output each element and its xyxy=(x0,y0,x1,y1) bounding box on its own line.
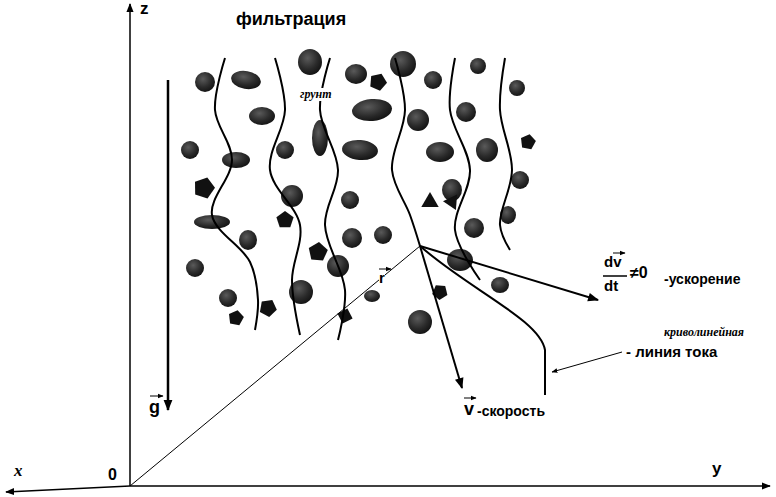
soil-grain xyxy=(390,51,416,77)
diagram-title: фильтрация xyxy=(236,10,346,30)
vector-caption: -скорость xyxy=(477,404,545,419)
soil-grain xyxy=(509,80,525,96)
soil-grain xyxy=(239,230,257,250)
soil-grain xyxy=(298,49,322,75)
soil-grain xyxy=(426,142,454,162)
vector-bar xyxy=(150,396,163,397)
soil-grain xyxy=(230,69,263,92)
streamline xyxy=(500,58,512,250)
streamline-caption: криволинейная xyxy=(664,326,744,339)
soil-grain xyxy=(407,109,429,131)
leader-line xyxy=(552,352,622,372)
soil-grain xyxy=(424,71,442,89)
vector-bar xyxy=(464,398,476,399)
soil-grain xyxy=(464,218,484,238)
soil-grain xyxy=(186,259,204,277)
soil-grain xyxy=(222,152,250,168)
material-label: грунт xyxy=(300,88,332,101)
vector-label: r xyxy=(379,270,385,287)
soil-grain xyxy=(276,211,293,227)
vector-label: v xyxy=(464,400,474,420)
soil-grain xyxy=(408,310,432,334)
soil-grain xyxy=(370,74,387,91)
streamline xyxy=(212,58,258,330)
origin-label: 0 xyxy=(108,466,117,484)
soil-grain xyxy=(374,226,392,244)
soil-grain xyxy=(456,102,476,122)
soil-grain xyxy=(351,97,393,122)
inequality-label: ≠0 xyxy=(630,264,648,282)
soil-grain xyxy=(276,141,294,159)
soil-grain xyxy=(491,277,509,293)
soil-grain xyxy=(219,289,237,307)
soil-grain xyxy=(195,178,215,199)
x-axis xyxy=(6,486,130,492)
streamline xyxy=(450,58,480,280)
soil-grain xyxy=(341,138,379,161)
soil-grain xyxy=(195,72,215,92)
soil-grain xyxy=(249,107,275,125)
fraction-denominator: dt xyxy=(604,278,618,295)
soil-grain xyxy=(181,141,199,159)
radius-vector xyxy=(130,246,420,486)
axis-label: y xyxy=(712,460,721,479)
soil-grain xyxy=(470,58,486,74)
z-axis xyxy=(129,4,131,486)
acceleration-vector xyxy=(420,246,598,300)
gravity-vector xyxy=(167,80,170,410)
soil-grain xyxy=(342,228,362,248)
y-axis xyxy=(130,485,770,487)
soil-grain xyxy=(521,134,536,149)
axis-label: x xyxy=(14,462,23,481)
soil-grain xyxy=(260,300,277,317)
soil-grain xyxy=(476,138,498,162)
velocity-vector xyxy=(420,246,462,388)
soil-grain xyxy=(341,191,359,209)
soil-grain xyxy=(309,242,328,261)
streamline xyxy=(270,58,301,335)
soil-grain xyxy=(337,308,352,323)
streamline-caption: - линия тока xyxy=(626,344,717,361)
vector-caption: -ускорение xyxy=(664,272,740,287)
soil-grain xyxy=(312,120,328,156)
fraction-numerator: dv xyxy=(604,254,622,271)
soil-grain xyxy=(229,310,244,325)
soil-grain xyxy=(511,171,529,189)
streamline xyxy=(392,58,420,246)
soil-grain xyxy=(364,290,380,302)
streamlines xyxy=(212,58,512,340)
soil-grain xyxy=(421,192,438,207)
soil-grain xyxy=(443,195,457,211)
axis-label: z xyxy=(140,0,149,19)
soil-grain xyxy=(345,64,367,84)
fraction-bar xyxy=(603,275,627,277)
vector-label: g xyxy=(149,398,160,418)
curved-streamline xyxy=(420,246,545,395)
